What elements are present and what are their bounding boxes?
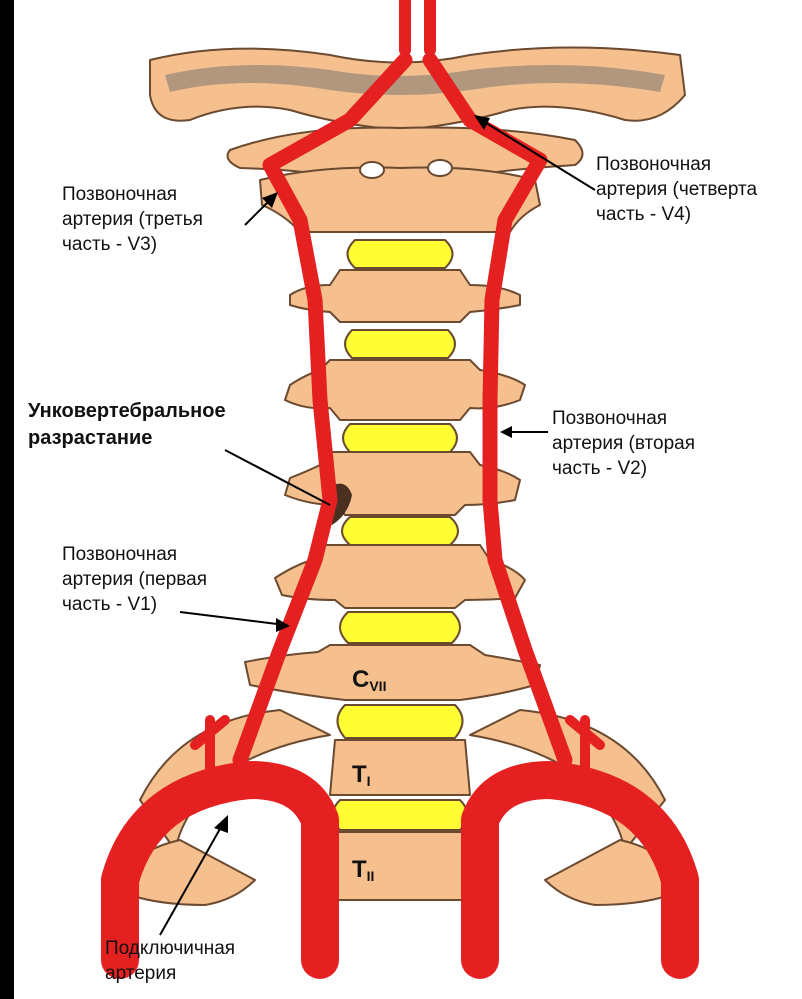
label-unco-line2: разрастание — [28, 425, 226, 452]
disc-c4-c5 — [343, 424, 457, 452]
disc-t1-t2 — [333, 800, 468, 830]
vertebra-t1 — [330, 740, 470, 795]
label-v4-line3: часть - V4) — [596, 202, 757, 227]
vertebra-t2 — [325, 832, 475, 900]
label-v3-line2: артерия (третья — [62, 207, 203, 232]
label-v2-line1: Позвоночная — [552, 406, 695, 431]
label-v2-line3: часть - V2) — [552, 456, 695, 481]
label-v2-line2: артерия (вторая — [552, 431, 695, 456]
label-v1-line1: Позвоночная — [62, 542, 207, 567]
basilar-artery — [405, 0, 430, 50]
label-subclavian-line2: артерия — [105, 961, 235, 986]
label-v3-line1: Позвоночная — [62, 182, 203, 207]
label-v3: Позвоночная артерия (третья часть - V3) — [62, 182, 203, 257]
label-subclavian-line1: Подключичная — [105, 936, 235, 961]
disc-c2-c3 — [348, 240, 453, 268]
label-unco-line1: Унковертебральное — [28, 398, 226, 425]
label-v1: Позвоночная артерия (первая часть - V1) — [62, 542, 207, 617]
label-v4: Позвоночная артерия (четверта часть - V4… — [596, 152, 757, 227]
label-v4-line2: артерия (четверта — [596, 177, 757, 202]
disc-c5-c6 — [342, 517, 458, 545]
label-v4-line1: Позвоночная — [596, 152, 757, 177]
label-v1-line3: часть - V1) — [62, 592, 207, 617]
c2-foramen-left — [360, 162, 384, 178]
disc-c7-t1 — [338, 705, 463, 738]
disc-c6-c7 — [340, 612, 460, 643]
label-v3-line3: часть - V3) — [62, 232, 203, 257]
c2-foramen-right — [428, 160, 452, 176]
arrowhead-v2 — [500, 426, 512, 438]
vertebra-c7 — [245, 645, 540, 700]
label-v2: Позвоночная артерия (вторая часть - V2) — [552, 406, 695, 481]
arrowhead-subclavian — [214, 815, 228, 833]
label-unco: Унковертебральное разрастание — [28, 398, 226, 452]
label-subclavian: Подключичная артерия — [105, 936, 235, 986]
disc-c3-c4 — [345, 330, 455, 358]
label-v1-line2: артерия (первая — [62, 567, 207, 592]
